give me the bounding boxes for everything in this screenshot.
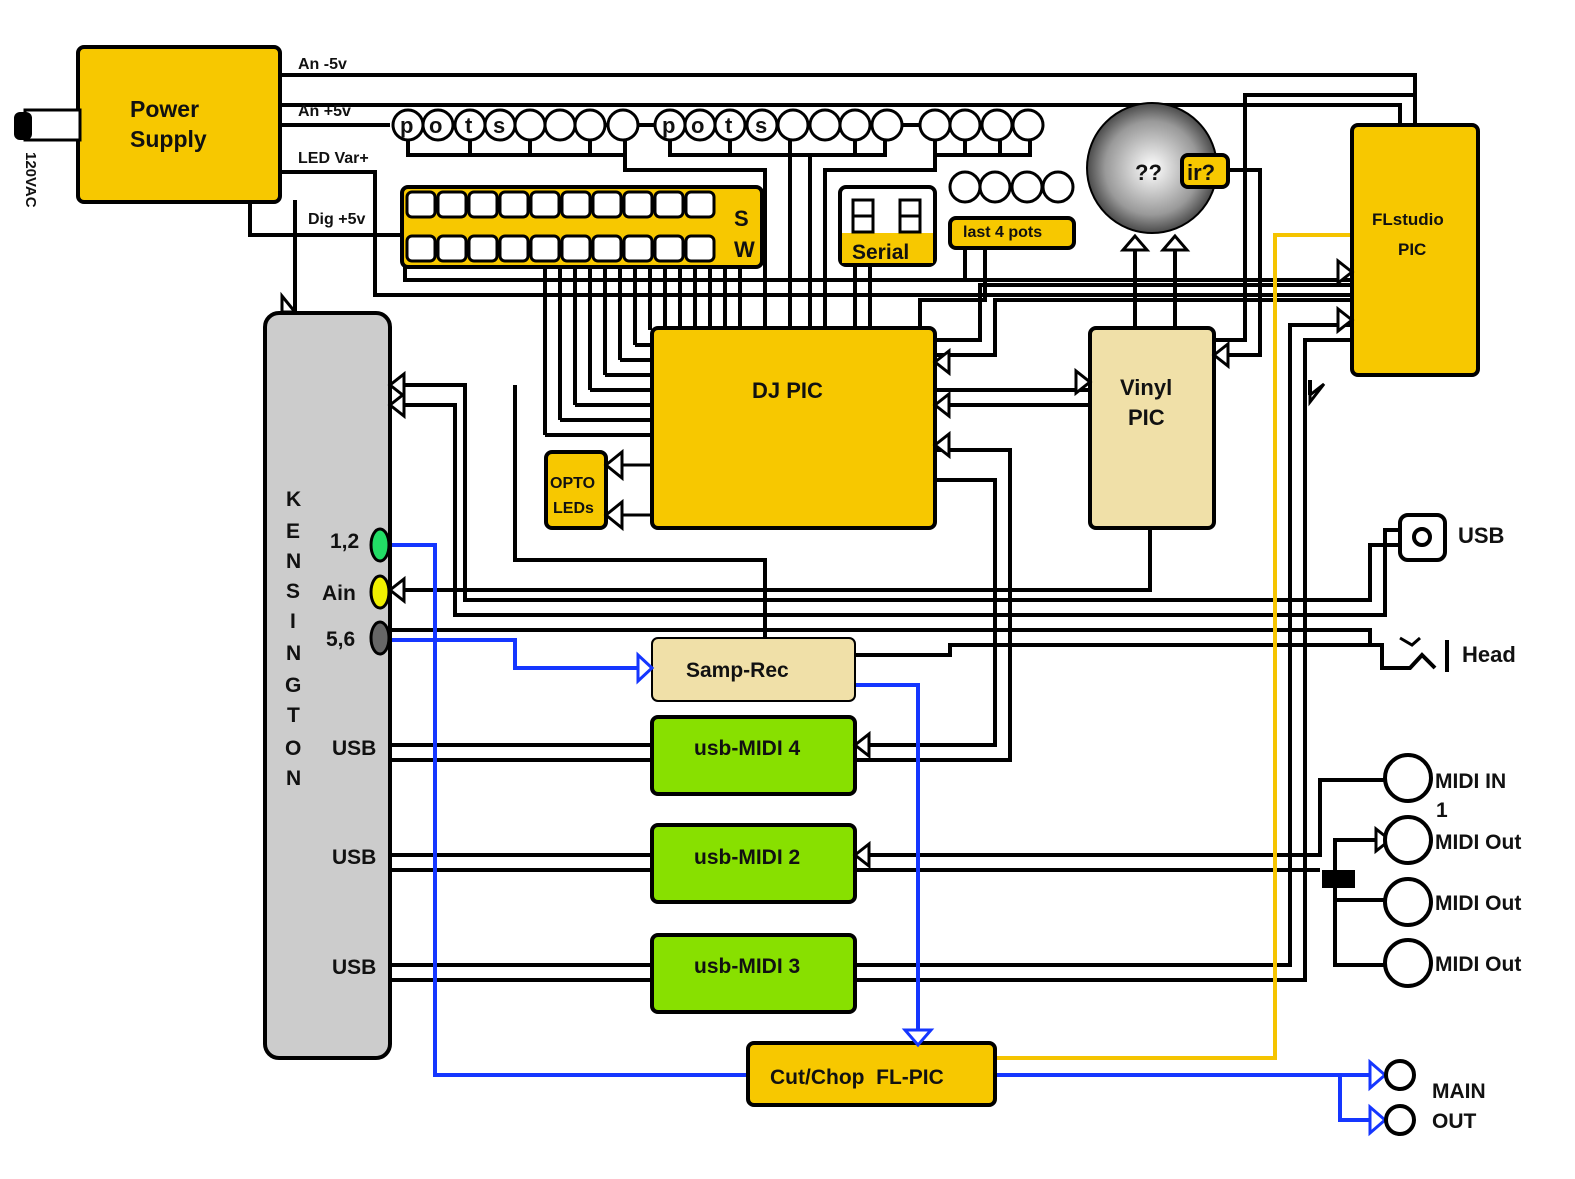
rail-led-var: LED Var+ [298,150,369,167]
main-out-ports [1384,1059,1416,1136]
svg-text:DJ PIC: DJ PIC [752,378,823,403]
headphone-jack: Head [1370,636,1516,672]
svg-text:PIC: PIC [1128,405,1165,430]
svg-text:Cut/Chop FL-PIC: Cut/Chop FL-PIC [770,1066,944,1089]
svg-text:usb-MIDI 2: usb-MIDI 2 [694,846,800,869]
svg-text:E: E [286,520,300,543]
midi-in-number: 1 [1436,799,1448,822]
usb-midi-3-block: usb-MIDI 3 [650,933,857,1014]
usb-midi-4-block: usb-MIDI 4 [650,715,857,796]
svg-text:N: N [286,550,301,573]
svg-text:S: S [286,580,300,603]
kensington-block: K E N S I N G T O N 1,2 Ain 5,6 USB USB … [263,311,392,1060]
svg-text:O: O [285,737,301,760]
svg-text:N: N [286,642,301,665]
svg-text:Supply: Supply [130,126,207,152]
wiring-audio [390,543,1385,1122]
svg-text:USB: USB [1458,523,1504,548]
jack-gray [369,620,391,656]
svg-text:usb-MIDI 3: usb-MIDI 3 [694,955,800,978]
power-supply-block: Power Supply [76,45,282,204]
rail-an-plus: An +5v [298,103,351,120]
svg-text:G: G [285,674,301,697]
svg-text:I: I [290,610,296,633]
flstudio-pic-block: FLstudio PIC [1350,123,1480,377]
midi-in-label: MIDI IN [1435,770,1506,793]
svg-text:K: K [286,488,301,511]
svg-text:Ain: Ain [322,582,356,605]
svg-text:USB: USB [332,737,376,760]
svg-text:LEDs: LEDs [553,500,594,517]
svg-text:s: s [755,113,767,138]
svg-text:last 4 pots: last 4 pots [963,224,1042,241]
svg-text:1,2: 1,2 [330,530,359,553]
cut-chop-fl-pic-block: Cut/Chop FL-PIC [746,1041,997,1107]
svg-text:ir?: ir? [1187,160,1215,185]
svg-text:Power: Power [130,96,199,122]
svg-text:t: t [465,113,473,138]
svg-text:p: p [662,113,675,138]
svg-text:Head: Head [1462,642,1516,667]
main-out-label-1: MAIN [1432,1080,1486,1103]
opto-leds-block: OPTO LEDs [544,448,652,532]
svg-text:t: t [725,113,733,138]
jack-yellow [369,574,391,610]
svg-text:USB: USB [332,956,376,979]
usb-port: USB [1398,513,1504,562]
midi-splitter [1322,870,1355,888]
midi-out-b-label: MIDI Out [1435,892,1521,915]
pots-letters: p o t s p o t s [400,113,767,138]
svg-text:Vinyl: Vinyl [1120,375,1172,400]
svg-text:USB: USB [332,846,376,869]
mains-plug: 120VAC [14,108,82,208]
serial-block: Serial [838,185,937,267]
ir-sensor-block: ir? [1180,153,1230,189]
svg-text:T: T [287,704,300,727]
midi-out-a-label: MIDI Out [1435,831,1521,854]
svg-text:Samp-Rec: Samp-Rec [686,659,789,682]
switch-block: S W [400,185,764,269]
svg-text:p: p [400,113,413,138]
svg-text:s: s [493,113,505,138]
jack-green [369,527,391,563]
svg-text:PIC: PIC [1398,240,1426,259]
svg-text:o: o [691,113,704,138]
wiring-flstudio [995,233,1352,1060]
vinyl-pic-block: Vinyl PIC [1088,233,1216,530]
samp-rec-block: Samp-Rec [651,637,856,702]
midi-ports [1383,753,1433,988]
svg-text:FLstudio: FLstudio [1372,210,1444,229]
svg-text:120VAC: 120VAC [22,152,39,208]
svg-text:??: ?? [1135,160,1162,185]
last-4-pots-block: last 4 pots [948,170,1076,250]
svg-text:5,6: 5,6 [326,628,355,651]
svg-text:o: o [429,113,442,138]
svg-text:N: N [286,767,301,790]
dj-pic-block: DJ PIC [650,326,937,530]
svg-text:Serial: Serial [852,241,909,264]
usb-midi-2-block: usb-MIDI 2 [650,823,857,904]
arrowheads [280,257,1393,1137]
main-out-label-2: OUT [1432,1110,1477,1133]
svg-text:S: S [734,206,749,231]
rail-dig: Dig +5v [308,211,365,228]
rail-an-minus: An -5v [298,56,347,73]
svg-text:W: W [734,237,755,262]
midi-out-c-label: MIDI Out [1435,953,1521,976]
pots-row [391,108,1045,142]
svg-text:usb-MIDI 4: usb-MIDI 4 [694,737,800,760]
svg-text:OPTO: OPTO [550,475,595,492]
